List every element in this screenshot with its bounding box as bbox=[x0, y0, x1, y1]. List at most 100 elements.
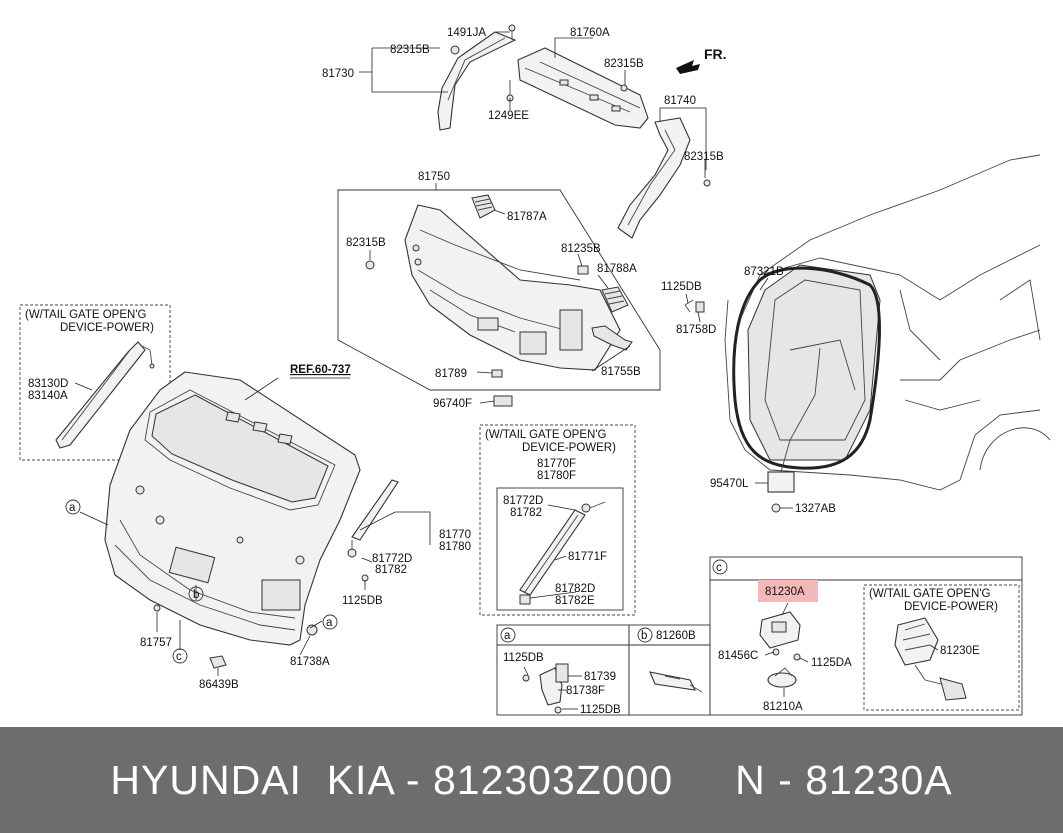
power-spindle-81771f bbox=[519, 501, 606, 605]
label-ref: REF.60-737 bbox=[290, 364, 351, 376]
fr-arrow bbox=[676, 60, 700, 74]
connector-96740f bbox=[493, 395, 513, 407]
tailgate-assembly bbox=[104, 371, 361, 646]
label-81772d-inner: 81772D bbox=[503, 495, 543, 507]
label-81780: 81780 bbox=[439, 541, 471, 553]
label-82315b-upper: 82315B bbox=[604, 58, 644, 70]
label-callout-b: b bbox=[193, 589, 199, 601]
label-box-c-header: c bbox=[716, 562, 722, 574]
latch-81230a bbox=[759, 611, 801, 661]
label-1125db-strut: 1125DB bbox=[342, 595, 383, 607]
handle-grip-81788a bbox=[601, 286, 629, 313]
label-81772d: 81772D bbox=[372, 553, 412, 565]
left-side-trim-81730 bbox=[437, 24, 517, 131]
emblem-86439b bbox=[209, 655, 227, 669]
label-81780f: 81780F bbox=[537, 470, 576, 482]
label-81750: 81750 bbox=[418, 171, 450, 183]
label-81757: 81757 bbox=[140, 637, 172, 649]
gas-strut-81770 bbox=[347, 479, 399, 558]
fastener-82315b bbox=[365, 260, 375, 270]
label-1125db-a1: 1125DB bbox=[503, 652, 544, 664]
label-86439b: 86439B bbox=[199, 679, 239, 691]
screw-1125db bbox=[684, 299, 694, 313]
tailgate-trim-panel-81750 bbox=[404, 204, 621, 371]
label-box-b-header: b bbox=[641, 630, 647, 642]
label-callout-a2: a bbox=[326, 617, 333, 629]
cover-81758d bbox=[695, 301, 705, 313]
power-latch-81230e bbox=[894, 617, 967, 701]
upper-trim-81760a bbox=[517, 47, 649, 129]
bracket-81738f bbox=[522, 663, 569, 714]
label-81755b: 81755B bbox=[601, 366, 641, 378]
label-81758d: 81758D bbox=[676, 324, 716, 336]
label-1125da: 1125DA bbox=[811, 657, 852, 669]
label-1491ja: 1491JA bbox=[447, 27, 486, 39]
clip-81789 bbox=[491, 369, 503, 378]
parts-diagram: 1491JA 81760A 82315B 81730 82315B 1249EE… bbox=[19, 24, 1051, 716]
label-81760a: 81760A bbox=[570, 27, 610, 39]
label-81782: 81782 bbox=[375, 564, 407, 576]
label-power-option-2a: (W/TAIL GATE OPEN'G bbox=[485, 429, 607, 441]
label-81456c: 81456C bbox=[718, 650, 758, 662]
bumper-81738a bbox=[306, 624, 318, 636]
label-81738f: 81738F bbox=[566, 685, 605, 697]
leader-lines bbox=[74, 31, 939, 710]
label-power-option-3a: (W/TAIL GATE OPEN'G bbox=[869, 588, 991, 600]
label-81782e: 81782E bbox=[555, 595, 595, 607]
label-81782-inner: 81782 bbox=[510, 507, 542, 519]
label-81230e: 81230E bbox=[940, 645, 980, 657]
label-81260b: 81260B bbox=[656, 630, 696, 642]
handle-switch-81260b bbox=[649, 671, 703, 693]
label-81730: 81730 bbox=[322, 68, 354, 80]
label-power-option-3b: DEVICE-POWER) bbox=[904, 601, 998, 613]
label-87321b: 87321B bbox=[744, 266, 784, 278]
label-81788a: 81788A bbox=[597, 263, 637, 275]
part-number-footer: HYUNDAI KIA - 812303Z000 N - 81230A bbox=[0, 727, 1063, 833]
label-power-option-1a: (W/TAIL GATE OPEN'G bbox=[25, 309, 147, 321]
power-option-box-3 bbox=[863, 584, 1020, 711]
gas-lifter-bracket-83130d bbox=[55, 341, 155, 449]
label-1327ab: 1327AB bbox=[795, 503, 836, 515]
label-callout-a: a bbox=[69, 502, 76, 514]
label-power-option-1b: DEVICE-POWER) bbox=[60, 322, 154, 334]
trim-panel-box bbox=[337, 189, 661, 391]
striker-81210a bbox=[767, 667, 797, 688]
pull-handle-81755b bbox=[591, 325, 633, 351]
label-1125db-a2: 1125DB bbox=[580, 704, 621, 716]
power-option-box-2 bbox=[479, 424, 636, 616]
label-81210a: 81210A bbox=[763, 701, 803, 713]
label-83130d: 83130D bbox=[28, 378, 68, 390]
label-82315b-top: 82315B bbox=[390, 44, 430, 56]
right-side-trim-81740 bbox=[617, 117, 711, 239]
label-81789: 81789 bbox=[435, 368, 467, 380]
callout-circles bbox=[65, 499, 728, 664]
highlight-81230a bbox=[758, 580, 818, 602]
spindle-inner-box bbox=[496, 487, 624, 611]
label-96740f: 96740F bbox=[433, 398, 472, 410]
label-81770: 81770 bbox=[439, 529, 471, 541]
label-81738a: 81738A bbox=[290, 656, 330, 668]
handle-grip-81787a bbox=[471, 194, 496, 219]
label-81230a: 81230A bbox=[765, 586, 805, 598]
weatherstrip-87321b bbox=[732, 266, 881, 470]
label-83140a: 83140A bbox=[28, 390, 68, 402]
label-81787a: 81787A bbox=[507, 211, 547, 223]
label-82315b-right: 82315B bbox=[684, 151, 724, 163]
part-number-text: HYUNDAI KIA - 812303Z000 N - 81230A bbox=[110, 756, 953, 803]
label-81740: 81740 bbox=[664, 95, 696, 107]
vehicle-rear-view bbox=[724, 154, 1051, 491]
label-fr: FR. bbox=[704, 46, 727, 62]
detail-box-c bbox=[709, 556, 1023, 716]
label-callout-c: c bbox=[176, 651, 182, 663]
label-1125db-panel: 1125DB bbox=[661, 281, 702, 293]
label-box-a-header: a bbox=[504, 630, 511, 642]
label-81782d: 81782D bbox=[555, 583, 595, 595]
plug-81757 bbox=[153, 604, 161, 612]
label-81771f: 81771F bbox=[568, 551, 607, 563]
clip-81235b bbox=[577, 265, 589, 275]
label-81235b: 81235B bbox=[561, 243, 601, 255]
label-81770f: 81770F bbox=[537, 458, 576, 470]
label-82315b-panel: 82315B bbox=[346, 237, 386, 249]
label-81739: 81739 bbox=[584, 671, 616, 683]
label-power-option-2b: DEVICE-POWER) bbox=[522, 442, 616, 454]
